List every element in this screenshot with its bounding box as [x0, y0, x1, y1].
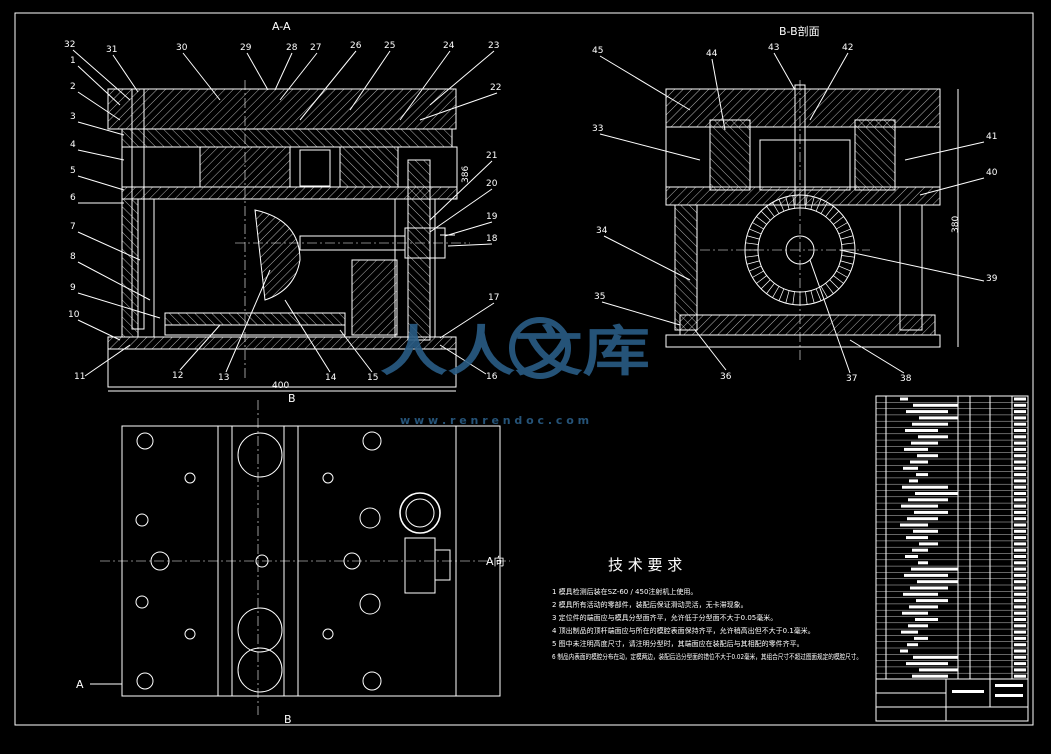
tech-req-item: 5 图中未注明高度尺寸，请注明分型时，其端面应在装配后与其相配的零件齐平。	[552, 639, 804, 648]
section-aa-title: A-A	[272, 20, 291, 33]
part-number-label: 26	[350, 41, 362, 51]
part-number-label: 27	[310, 43, 321, 53]
watermark-brand: 人人文库	[380, 320, 650, 383]
part-number-label: 17	[488, 293, 499, 303]
part-number-label: 28	[286, 43, 298, 53]
part-number-label: 12	[172, 371, 183, 381]
part-number-label: 1	[70, 56, 76, 66]
dimension-label: 400	[272, 381, 289, 391]
part-number-label: 45	[592, 46, 603, 56]
part-number-label: 9	[70, 283, 76, 293]
part-number-label: 2	[70, 82, 76, 92]
tech-req-item: 4 顶出制品的顶杆端面应与所在的模腔表面保持齐平，允许稍高出但不大于0.1毫米。	[552, 626, 815, 635]
part-number-label: 41	[986, 132, 997, 142]
section-bb-view: B-B剖面 380 45 44 43 42 33 41	[592, 24, 998, 384]
part-number-label: 13	[218, 373, 229, 383]
part-number-label: 39	[986, 274, 998, 284]
outer-border	[14, 12, 1034, 726]
part-number-label: 38	[900, 374, 912, 384]
part-number-label: 5	[70, 166, 76, 176]
section-aa-view: A-A 32 1	[64, 20, 501, 392]
part-number-label: 10	[68, 310, 80, 320]
part-number-label: 23	[488, 41, 499, 51]
part-number-label: 21	[486, 151, 497, 161]
part-number-label: 18	[486, 234, 498, 244]
watermark-url: w w w . r e n r e n d o c . c o m	[400, 414, 589, 427]
part-number-label: 36	[720, 372, 732, 382]
section-mark-a-left: A	[76, 678, 84, 691]
part-number-label: 32	[64, 40, 75, 50]
part-number-label: 15	[367, 373, 378, 383]
section-mark-a-right: A向	[486, 554, 505, 568]
title-block	[875, 678, 1029, 722]
part-number-label: 43	[768, 43, 779, 53]
part-number-label: 35	[594, 292, 605, 302]
watermark-logo-icon	[509, 317, 571, 379]
part-number-label: 19	[486, 212, 498, 222]
part-number-label: 3	[70, 112, 76, 122]
part-number-label: 30	[176, 43, 188, 53]
technical-requirements: 技 术 要 求 1 模具检测后装在SZ-60 / 450注射机上使用。 2 模具…	[552, 556, 862, 661]
watermark: 人人文库 w w w . r e n r e n d o c . c o m	[380, 317, 650, 427]
part-number-label: 31	[106, 45, 117, 55]
part-number-label: 6	[70, 193, 76, 203]
tech-req-item: 3 定位件的端面应与模具分型面齐平，允许低于分型面不大于0.05毫米。	[552, 613, 777, 622]
part-number-label: 42	[842, 43, 853, 53]
part-number-label: 33	[592, 124, 603, 134]
part-number-label: 20	[486, 179, 498, 189]
part-number-label: 7	[70, 222, 76, 232]
plan-view: B B A A向	[76, 392, 510, 726]
tech-req-item: 1 模具检测后装在SZ-60 / 450注射机上使用。	[552, 587, 697, 596]
tech-req-item: 6 制品内表面的模腔分布在动，定模两边，装配后沿分型面的错位不大于0.02毫米，…	[552, 652, 862, 661]
part-number-label: 24	[443, 41, 455, 51]
part-number-label: 40	[986, 168, 998, 178]
part-number-label: 8	[70, 252, 76, 262]
section-bb-title: B-B剖面	[779, 24, 820, 38]
part-number-label: 4	[70, 140, 76, 150]
part-number-label: 22	[490, 83, 501, 93]
parts-list-table	[875, 395, 1029, 680]
dimension-label: 386	[461, 166, 471, 183]
tech-req-item: 2 模具所有活动的零部件，装配后保证滑动灵活，无卡滞现象。	[552, 600, 748, 609]
part-number-label: 37	[846, 374, 857, 384]
part-number-label: 16	[486, 372, 498, 382]
part-number-label: 25	[384, 41, 395, 51]
section-mark-b-top: B	[288, 392, 296, 405]
dimension-label: 380	[951, 216, 961, 233]
part-number-label: 44	[706, 49, 718, 59]
part-number-label: 29	[240, 43, 252, 53]
part-number-label: 14	[325, 373, 337, 383]
tech-req-title: 技 术 要 求	[608, 556, 682, 574]
part-number-label: 34	[596, 226, 608, 236]
section-mark-b-bottom: B	[284, 713, 292, 726]
part-number-label: 11	[74, 372, 85, 382]
